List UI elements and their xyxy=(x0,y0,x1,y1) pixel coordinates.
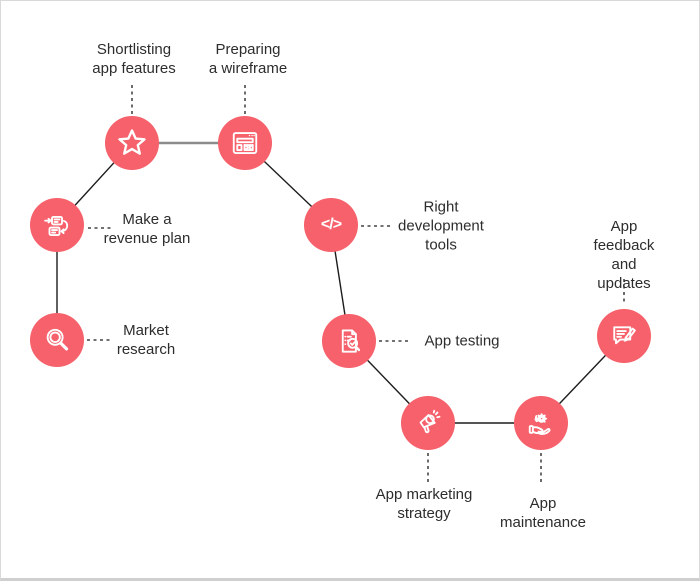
star-icon xyxy=(118,129,146,155)
wireframe-icon xyxy=(232,132,258,154)
node-marketing-strategy xyxy=(401,396,455,450)
node-revenue-plan xyxy=(30,198,84,252)
label-revenue-plan: Make a revenue plan xyxy=(103,211,191,247)
label-app-testing: App testing xyxy=(424,332,500,350)
node-development-tools: </> xyxy=(304,198,358,252)
label-market-research: Market research xyxy=(116,322,176,358)
node-app-feedback xyxy=(597,309,651,363)
node-app-testing xyxy=(322,314,376,368)
node-market-research xyxy=(30,313,84,367)
label-shortlisting-features: Shortlisting app features xyxy=(92,41,176,77)
chat-pencil-icon xyxy=(613,326,636,345)
label-app-feedback: App feedback and updates xyxy=(593,218,655,292)
flowchart-icon xyxy=(44,215,69,236)
node-shortlisting-features xyxy=(105,116,159,170)
test-report-icon xyxy=(341,329,361,353)
magnifier-icon xyxy=(46,328,69,351)
label-development-tools: Right development tools xyxy=(398,198,484,254)
node-app-maintenance xyxy=(514,396,568,450)
label-marketing-strategy: App marketing strategy xyxy=(375,486,473,522)
code-icon: </> xyxy=(320,216,342,233)
hand-gear-icon xyxy=(528,413,551,435)
label-app-maintenance: App maintenance xyxy=(500,495,586,531)
node-preparing-wireframe xyxy=(218,116,272,170)
label-preparing-wireframe: Preparing a wireframe xyxy=(208,41,288,77)
megaphone-icon xyxy=(419,409,441,434)
